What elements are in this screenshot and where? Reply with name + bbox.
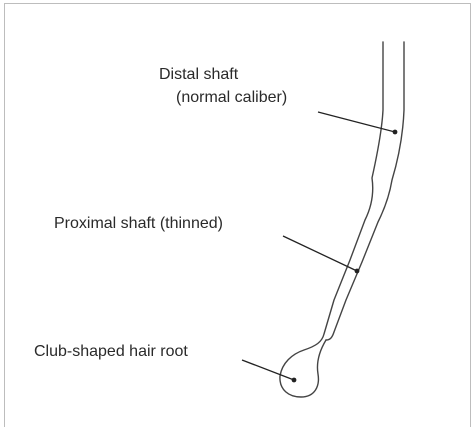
proximal-leader-dot [355, 269, 360, 274]
hair-right-outline [326, 42, 404, 340]
distal-leader-line [318, 112, 395, 132]
distal-shaft-label: Distal shaft [159, 65, 238, 84]
club-root-label: Club-shaped hair root [34, 342, 188, 361]
distal-shaft-caliber-label: (normal caliber) [176, 88, 287, 107]
proximal-shaft-label: Proximal shaft (thinned) [54, 214, 223, 233]
distal-leader-dot [393, 130, 398, 135]
club-root-leader-dot [292, 378, 297, 383]
hair-left-outline [280, 42, 383, 397]
proximal-leader-line [283, 236, 357, 271]
